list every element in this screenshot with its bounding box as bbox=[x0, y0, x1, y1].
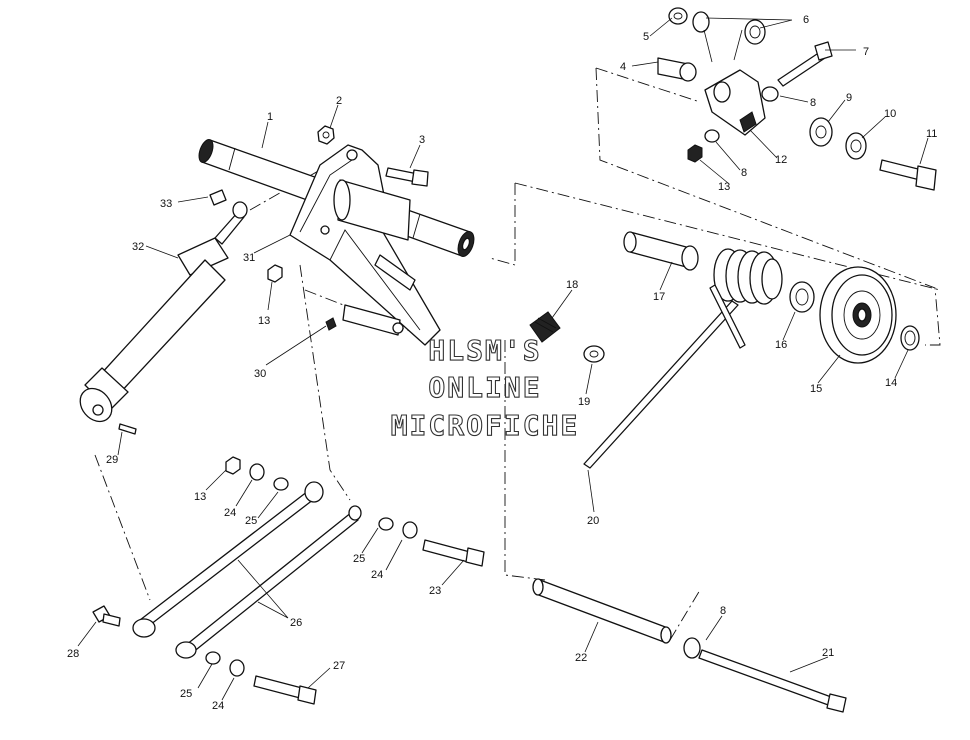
part-24-washer bbox=[229, 463, 418, 677]
label-29: 29 bbox=[106, 454, 118, 466]
label-33: 33 bbox=[160, 198, 172, 210]
label-24c: 24 bbox=[212, 700, 224, 712]
label-16: 16 bbox=[775, 339, 787, 351]
part-16-washer bbox=[789, 281, 815, 313]
part-13-nut bbox=[225, 144, 703, 475]
part-18-clamp bbox=[529, 311, 561, 343]
part-31-pivot-arm bbox=[289, 144, 441, 346]
label-2: 2 bbox=[336, 95, 342, 107]
part-32-shock bbox=[79, 211, 245, 423]
label-27: 27 bbox=[333, 660, 345, 672]
label-13c: 13 bbox=[194, 491, 206, 503]
part-28-fitting bbox=[92, 605, 121, 627]
label-1: 1 bbox=[267, 111, 273, 123]
part-26-rods bbox=[132, 481, 362, 659]
part-25-bushing bbox=[205, 477, 394, 665]
part-2-nut bbox=[317, 125, 335, 145]
label-8: 8 bbox=[810, 97, 816, 109]
part-12-bracket bbox=[704, 69, 766, 136]
label-17: 17 bbox=[653, 291, 665, 303]
label-5: 5 bbox=[643, 31, 649, 43]
watermark-line-1: HLSM'S bbox=[428, 334, 541, 367]
label-3: 3 bbox=[419, 134, 425, 146]
part-4-bushing bbox=[657, 57, 697, 82]
label-24: 24 bbox=[371, 569, 383, 581]
part-22-tube bbox=[532, 578, 672, 644]
part-19-washer bbox=[583, 345, 605, 363]
part-9-washer bbox=[809, 117, 833, 147]
watermark-line-3: MICROFICHE bbox=[391, 409, 580, 442]
label-19: 19 bbox=[578, 396, 590, 408]
part-27-bolt bbox=[253, 675, 317, 705]
label-25c: 25 bbox=[180, 688, 192, 700]
label-25: 25 bbox=[353, 553, 365, 565]
part-15-wheel bbox=[819, 266, 897, 364]
label-9: 9 bbox=[846, 92, 852, 104]
part-20-spring bbox=[583, 248, 783, 469]
part-6-bushing bbox=[692, 11, 766, 45]
label-28: 28 bbox=[67, 648, 79, 660]
label-26: 26 bbox=[290, 617, 302, 629]
label-10: 10 bbox=[884, 108, 896, 120]
part-17-tube bbox=[623, 231, 699, 271]
label-22: 22 bbox=[575, 652, 587, 664]
part-8-washer bbox=[683, 86, 779, 659]
label-32: 32 bbox=[132, 241, 144, 253]
label-7: 7 bbox=[863, 46, 869, 58]
label-25b: 25 bbox=[245, 515, 257, 527]
label-11: 11 bbox=[926, 128, 937, 140]
label-4: 4 bbox=[620, 61, 626, 73]
label-12: 12 bbox=[775, 154, 787, 166]
part-33-bushings bbox=[209, 189, 248, 219]
label-24b: 24 bbox=[224, 507, 236, 519]
part-labels: 1 2 3 4 5 6 7 8 9 10 11 12 13 14 15 16 1… bbox=[67, 14, 937, 712]
part-14-bushing bbox=[900, 325, 920, 351]
label-6: 6 bbox=[803, 14, 809, 26]
part-5-washer bbox=[668, 7, 688, 25]
watermark: HLSM'S ONLINE MICROFICHE bbox=[390, 333, 580, 442]
label-13: 13 bbox=[258, 315, 270, 327]
label-13b: 13 bbox=[718, 181, 730, 193]
label-8b: 8 bbox=[741, 167, 747, 179]
label-15: 15 bbox=[810, 383, 822, 395]
label-14: 14 bbox=[885, 377, 897, 389]
part-23-bolt bbox=[422, 539, 485, 567]
label-18: 18 bbox=[566, 279, 578, 291]
leader-lines bbox=[77, 17, 929, 701]
part-30-fitting bbox=[325, 317, 337, 331]
label-20: 20 bbox=[587, 515, 599, 527]
part-7-bolt bbox=[777, 41, 833, 87]
label-8c: 8 bbox=[720, 605, 726, 617]
part-29-pin bbox=[118, 423, 137, 435]
part-10-washer bbox=[845, 132, 867, 160]
part-11-bolt bbox=[879, 159, 937, 191]
label-23: 23 bbox=[429, 585, 441, 597]
label-31: 31 bbox=[243, 252, 255, 264]
part-21-bolt bbox=[698, 649, 847, 713]
label-21: 21 bbox=[822, 647, 834, 659]
watermark-line-2: ONLINE bbox=[428, 371, 541, 404]
label-30: 30 bbox=[254, 368, 266, 380]
part-3-bolt bbox=[385, 167, 429, 187]
